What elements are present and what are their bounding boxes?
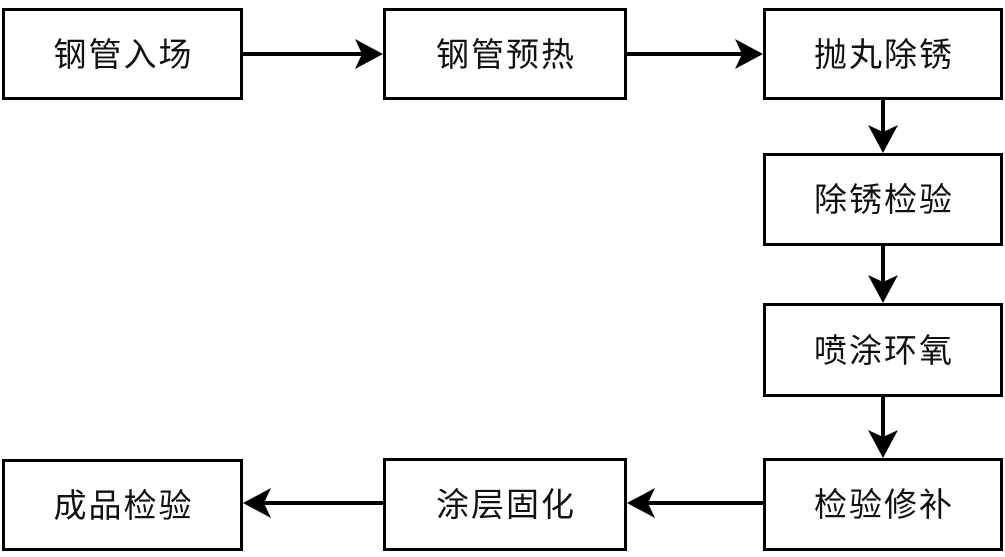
edge-n1-n2 <box>243 39 383 69</box>
edge-n4-n5 <box>868 246 898 303</box>
edge-n3-n4 <box>868 100 898 153</box>
node-derusting-inspection[interactable]: 除锈检验 <box>763 153 1003 246</box>
edge-n2-n3 <box>627 39 763 69</box>
node-label: 涂层固化 <box>436 485 576 524</box>
node-finished-product-inspection[interactable]: 成品检验 <box>2 459 243 551</box>
node-shot-blasting-derusting[interactable]: 抛丸除锈 <box>763 8 1003 100</box>
node-steel-pipe-entry[interactable]: 钢管入场 <box>2 8 243 100</box>
edge-n7-n8 <box>243 488 383 518</box>
node-steel-pipe-preheat[interactable]: 钢管预热 <box>383 8 627 100</box>
node-label: 抛丸除锈 <box>814 34 954 74</box>
edge-n5-n6 <box>868 397 898 458</box>
node-coating-curing[interactable]: 涂层固化 <box>383 458 627 551</box>
node-inspection-repair[interactable]: 检验修补 <box>763 458 1003 551</box>
node-label: 喷涂环氧 <box>814 330 954 370</box>
edge-n6-n7 <box>627 488 763 518</box>
node-epoxy-spraying[interactable]: 喷涂环氧 <box>763 303 1003 397</box>
node-label: 检验修补 <box>814 485 954 524</box>
node-label: 钢管预热 <box>436 34 576 74</box>
node-label: 钢管入场 <box>53 34 194 74</box>
node-label: 除锈检验 <box>814 180 954 219</box>
node-label: 成品检验 <box>53 485 194 525</box>
